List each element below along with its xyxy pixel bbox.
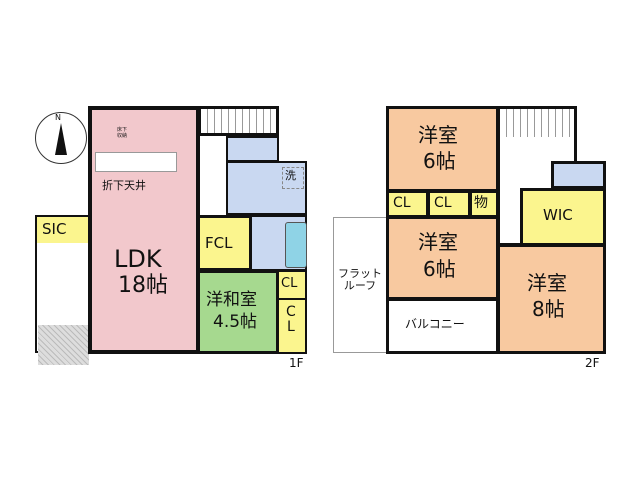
floor-1f-label: 1F bbox=[289, 356, 304, 370]
room2-size: 6帖 bbox=[423, 257, 456, 281]
floor-2f-label: 2F bbox=[585, 356, 600, 370]
toilet-1f bbox=[226, 136, 279, 162]
washitsu-name: 洋和室 bbox=[206, 290, 257, 310]
storage-2f-label: 物 bbox=[474, 195, 488, 211]
room2-name: 洋室 bbox=[418, 230, 458, 254]
entrance bbox=[38, 325, 89, 365]
wic bbox=[520, 188, 606, 246]
flat-roof-label: フラット ルーフ bbox=[338, 267, 382, 293]
kitchen-counter bbox=[95, 152, 177, 172]
sic-room bbox=[37, 217, 89, 243]
ldk-room bbox=[88, 106, 200, 354]
ldk-size: 18帖 bbox=[118, 273, 168, 298]
toilet-2f bbox=[551, 161, 606, 189]
north-label: N bbox=[55, 113, 61, 122]
ldk-name: LDK bbox=[114, 245, 162, 273]
room3-2f bbox=[497, 244, 606, 354]
washer-label: 洗 bbox=[285, 169, 296, 182]
room1-2f bbox=[386, 106, 499, 192]
room2-2f bbox=[386, 216, 499, 300]
storage-note: 床下 収納 bbox=[117, 127, 128, 139]
washer-box bbox=[282, 167, 304, 189]
cl-tall-1f bbox=[277, 298, 307, 354]
cl1-label: CL bbox=[281, 276, 298, 291]
bathtub bbox=[285, 222, 307, 268]
room3-size: 8帖 bbox=[532, 297, 565, 321]
washitsu-size: 4.5帖 bbox=[213, 312, 258, 332]
cl-small-1f bbox=[277, 270, 307, 300]
room1-size: 6帖 bbox=[423, 149, 456, 173]
balcony bbox=[386, 298, 499, 354]
cl2-2f-label: CL bbox=[434, 195, 452, 211]
stairs-1f bbox=[198, 106, 279, 136]
fcl-closet bbox=[197, 215, 252, 271]
stairs-2f bbox=[500, 109, 574, 137]
balcony-label: バルコニー bbox=[405, 317, 465, 331]
compass: N bbox=[35, 112, 87, 164]
ceiling-note: 折下天井 bbox=[102, 179, 146, 192]
fcl-label: FCL bbox=[205, 234, 233, 252]
cl2-label: C L bbox=[286, 304, 296, 336]
room3-name: 洋室 bbox=[527, 271, 567, 295]
wic-label: WIC bbox=[543, 206, 573, 224]
sic-label: SIC bbox=[42, 220, 67, 238]
compass-arrow-icon bbox=[55, 123, 67, 155]
room1-name: 洋室 bbox=[418, 123, 458, 147]
cl1-2f-label: CL bbox=[393, 195, 411, 211]
